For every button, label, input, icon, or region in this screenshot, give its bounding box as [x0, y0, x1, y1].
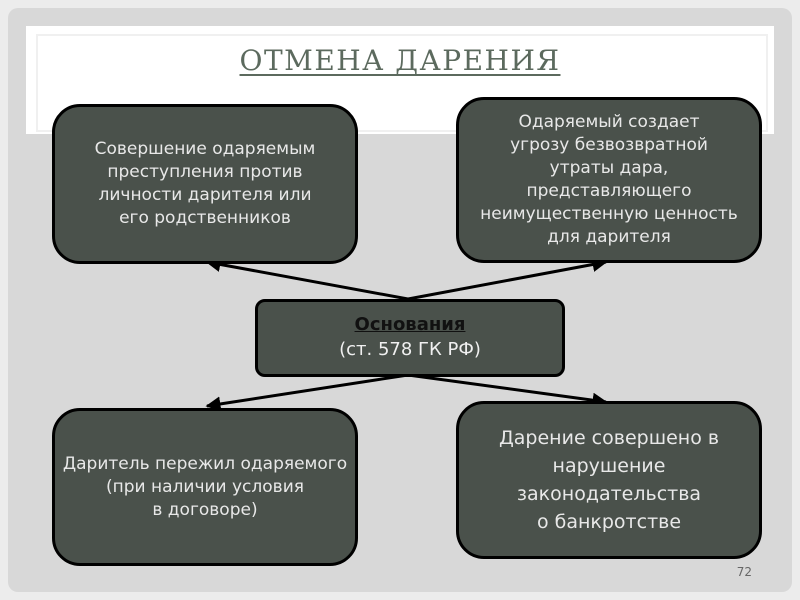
page-number: 72	[736, 565, 752, 579]
ground-donor-survived: Даритель пережил одаряемого (при наличии…	[52, 408, 358, 566]
arrow-to-bottom-left	[205, 373, 409, 412]
ground-bankruptcy-violation: Дарение совершено в нарушение законодате…	[456, 401, 762, 559]
center-subtitle: (ст. 578 ГК РФ)	[339, 339, 481, 360]
arrow-to-top-right	[407, 257, 608, 301]
center-title: Основания	[354, 314, 466, 335]
ground-threat-of-loss: Одаряемый создает угрозу безвозвратной у…	[456, 97, 762, 263]
title-band-frame	[36, 34, 768, 132]
arrow-to-bottom-right	[407, 373, 608, 408]
ground-crime-against-donor: Совершение одаряемым преступления против…	[52, 104, 358, 264]
center-node: Основания (ст. 578 ГК РФ)	[255, 299, 565, 377]
arrow-to-top-left	[205, 257, 409, 301]
slide-title: ОТМЕНА ДАРЕНИЯ	[239, 44, 561, 77]
